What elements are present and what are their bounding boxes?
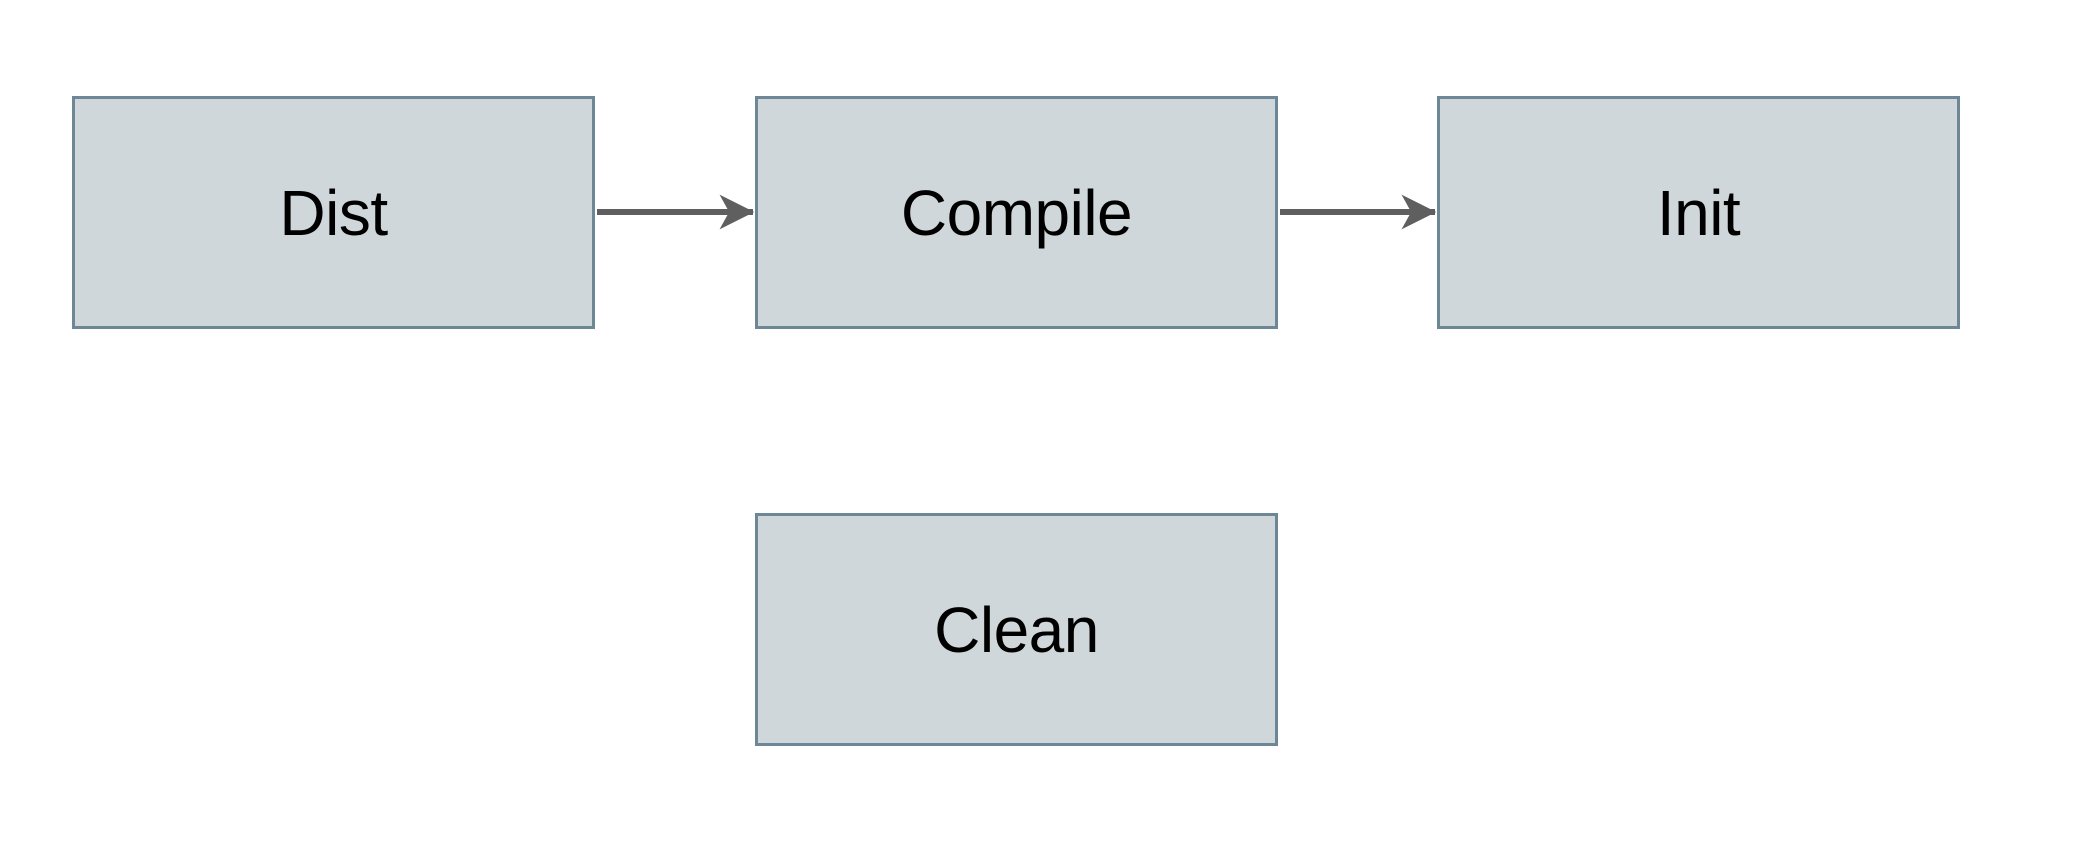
node-dist[interactable]: Dist [72, 96, 595, 329]
node-compile[interactable]: Compile [755, 96, 1278, 329]
node-label-clean: Clean [934, 593, 1099, 666]
node-label-dist: Dist [279, 176, 388, 249]
node-label-init: Init [1656, 176, 1741, 249]
node-label-compile: Compile [900, 176, 1133, 249]
node-init[interactable]: Init [1437, 96, 1960, 329]
node-clean[interactable]: Clean [755, 513, 1278, 746]
